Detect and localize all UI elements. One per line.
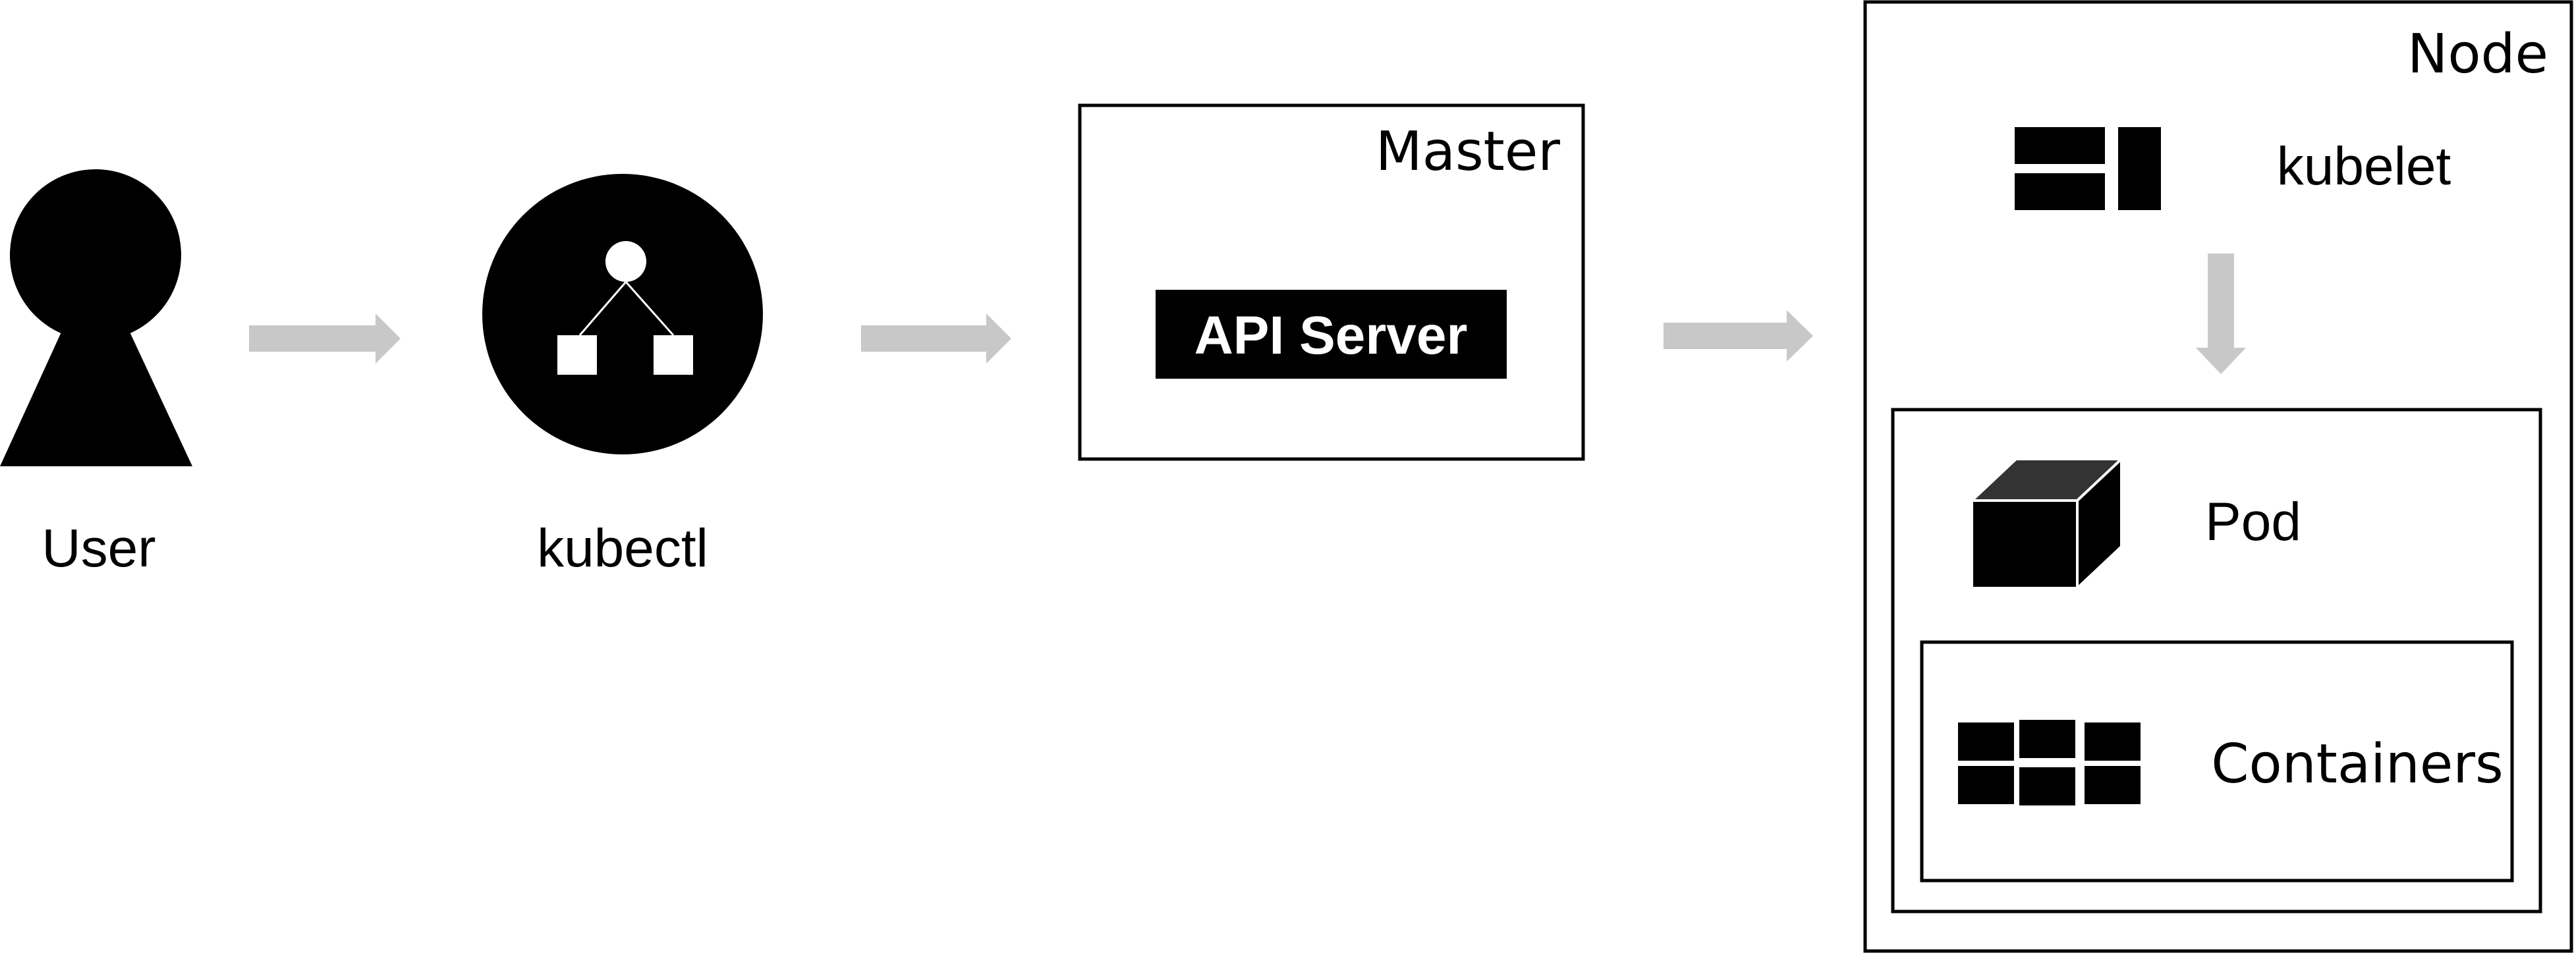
pod-cube-icon xyxy=(1968,456,2125,591)
arrow-kubectl-to-master xyxy=(861,313,1011,364)
master-box xyxy=(1078,103,1585,461)
node-label: Node xyxy=(2407,23,2548,86)
api-server-block xyxy=(1156,290,1507,379)
containers-box xyxy=(1920,640,2514,883)
kubectl-label: kubectl xyxy=(537,518,708,578)
arrow-master-to-node xyxy=(1664,310,1813,362)
kubectl-hierarchy-icon xyxy=(482,174,763,454)
arrow-user-to-kubectl xyxy=(249,313,401,364)
kubelet-blocks-icon xyxy=(2015,127,2161,210)
pod-label: Pod xyxy=(2205,492,2301,552)
pod-box xyxy=(1891,408,2542,913)
containers-grid-icon xyxy=(1958,720,2141,805)
master-label: Master xyxy=(1376,121,1560,183)
node-box xyxy=(1863,0,2573,953)
api-server-label: API Server xyxy=(1194,306,1468,366)
kubelet-label: kubelet xyxy=(2277,136,2451,196)
user-icon xyxy=(0,169,192,466)
user-label: User xyxy=(42,518,155,578)
containers-label: Containers xyxy=(2211,733,2503,796)
arrow-kubelet-to-pod xyxy=(2196,254,2246,374)
